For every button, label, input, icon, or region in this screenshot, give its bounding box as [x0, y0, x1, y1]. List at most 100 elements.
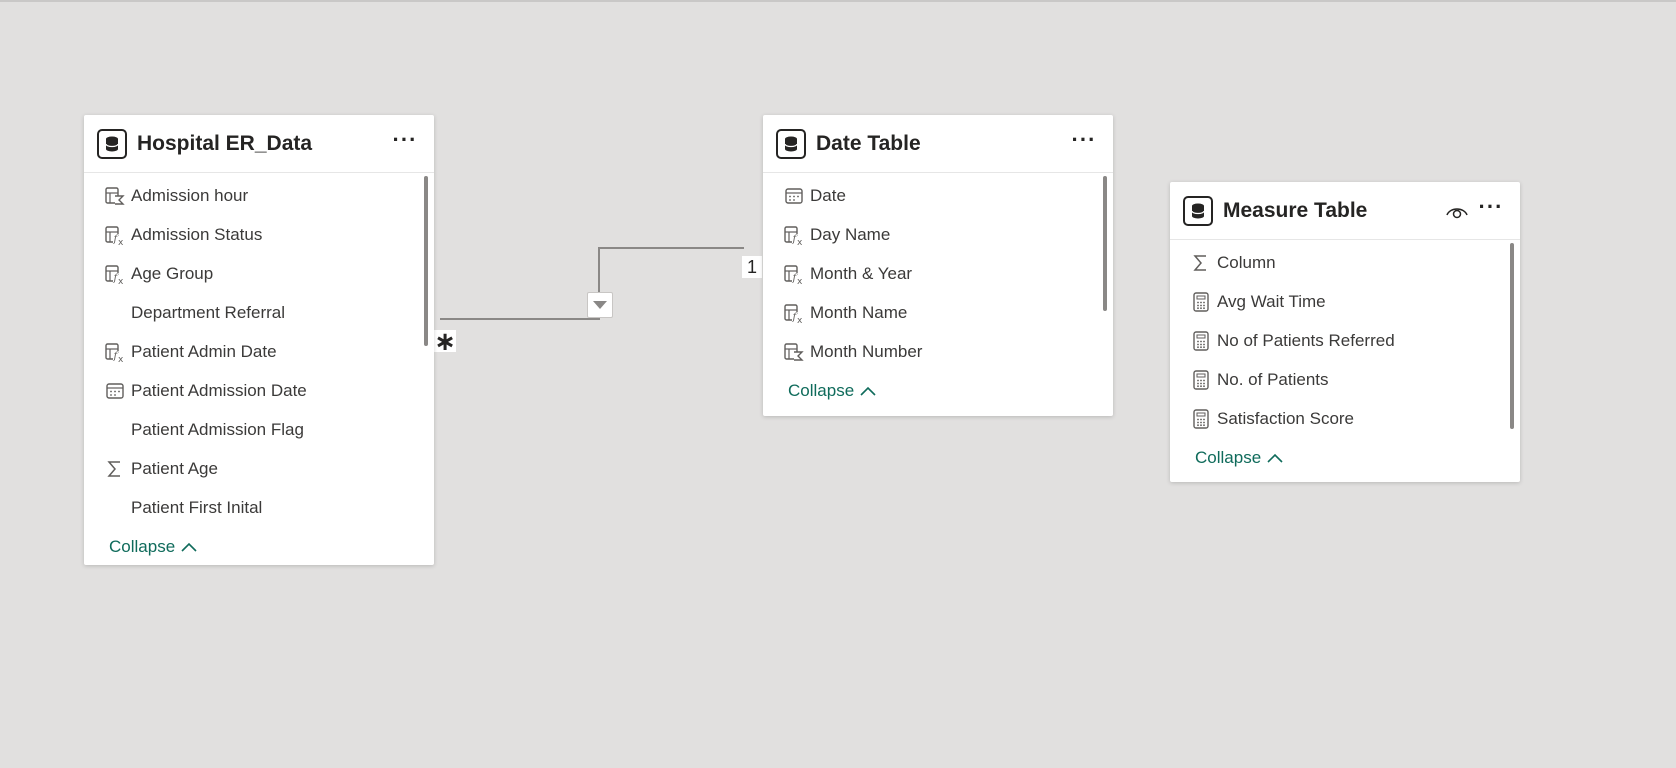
field-item[interactable]: Date: [763, 176, 1113, 215]
calculator-icon: [1190, 291, 1212, 313]
field-list[interactable]: Column Avg Wait Time No of Patients Refe…: [1170, 240, 1520, 438]
field-label: Admission Status: [131, 224, 263, 244]
collapse-label: Collapse: [109, 537, 176, 556]
table-card-header[interactable]: Hospital ER_Data ···: [84, 115, 434, 173]
field-item[interactable]: Column: [1170, 243, 1520, 282]
field-label: Admission hour: [131, 185, 249, 205]
table-card-measure-table[interactable]: Measure Table ··· Column Avg Wait Time N…: [1170, 182, 1520, 482]
calculator-icon: [1190, 408, 1212, 430]
svg-text:f: f: [113, 273, 120, 284]
calendar-icon: [104, 380, 126, 402]
table-card-header[interactable]: Measure Table ···: [1170, 182, 1520, 240]
scrollbar[interactable]: [1510, 243, 1514, 429]
field-item[interactable]: No of Patients Referred: [1170, 321, 1520, 360]
field-item[interactable]: Month Number: [763, 332, 1113, 371]
table-title: Measure Table: [1223, 198, 1368, 222]
chevron-up-icon: [860, 386, 876, 396]
field-item[interactable]: Patient Admission Date: [84, 371, 434, 410]
chevron-up-icon: [1267, 453, 1283, 463]
table-title: Hospital ER_Data: [137, 131, 313, 155]
field-label: Month & Year: [810, 263, 913, 283]
table-database-icon: [1183, 195, 1213, 226]
collapse-button[interactable]: Collapse: [84, 527, 434, 567]
collapse-label: Collapse: [1195, 448, 1262, 467]
calculator-icon: [1190, 369, 1212, 391]
field-label: Patient Admin Date: [131, 341, 277, 361]
chevron-up-icon: [181, 542, 197, 552]
ellipsis-icon: ···: [392, 126, 418, 152]
calculated-column-sum-icon: [783, 341, 805, 363]
calendar-icon: [783, 185, 805, 207]
calculator-icon: [1190, 330, 1212, 352]
blank-icon: [104, 419, 126, 441]
one-cardinality-marker: 1: [742, 256, 762, 278]
blank-icon: [104, 302, 126, 324]
blank-icon: [104, 497, 126, 519]
table-database-icon: [776, 128, 806, 159]
eye-icon: [1446, 207, 1468, 218]
more-options-button[interactable]: ···: [388, 126, 422, 159]
collapse-button[interactable]: Collapse: [763, 371, 1113, 411]
svg-text:f: f: [113, 234, 120, 245]
field-item[interactable]: Patient Age: [84, 449, 434, 488]
table-database-icon: [97, 128, 127, 159]
more-options-button[interactable]: ···: [1067, 128, 1101, 159]
table-card-header[interactable]: Date Table ···: [763, 115, 1113, 173]
more-options-button[interactable]: ···: [1474, 193, 1508, 226]
scrollbar[interactable]: [1103, 176, 1107, 311]
calculated-column-sum-icon: [104, 185, 126, 207]
field-item[interactable]: Satisfaction Score: [1170, 399, 1520, 438]
field-label: Patient First Inital: [131, 497, 263, 517]
scrollbar[interactable]: [424, 176, 428, 346]
svg-text:f: f: [792, 273, 799, 284]
many-cardinality-marker: ∗: [434, 326, 456, 356]
field-label: Patient Age: [131, 458, 218, 478]
table-title: Date Table: [816, 131, 921, 155]
field-label: Avg Wait Time: [1217, 291, 1326, 311]
field-label: No of Patients Referred: [1217, 330, 1395, 350]
svg-text:x: x: [118, 238, 124, 246]
svg-text:x: x: [118, 277, 124, 285]
filter-direction-icon[interactable]: [587, 292, 613, 318]
field-label: Month Number: [810, 341, 923, 361]
collapse-button[interactable]: Collapse: [1170, 438, 1520, 478]
svg-text:x: x: [118, 355, 124, 363]
field-label: Month Name: [810, 302, 908, 322]
visibility-button[interactable]: [1440, 196, 1474, 226]
field-item[interactable]: Department Referral: [84, 293, 434, 332]
sigma-icon: [104, 458, 126, 480]
field-label: Age Group: [131, 263, 214, 283]
svg-text:f: f: [792, 234, 799, 245]
field-label: Patient Admission Flag: [131, 419, 304, 439]
field-item[interactable]: Patient First Inital: [84, 488, 434, 527]
field-item[interactable]: Avg Wait Time: [1170, 282, 1520, 321]
svg-text:x: x: [797, 238, 803, 246]
field-item[interactable]: Patient Admission Flag: [84, 410, 434, 449]
svg-text:x: x: [797, 277, 803, 285]
ellipsis-icon: ···: [1478, 193, 1504, 219]
field-item[interactable]: No. of Patients: [1170, 360, 1520, 399]
field-label: No. of Patients: [1217, 369, 1329, 389]
svg-text:f: f: [113, 351, 120, 362]
collapse-label: Collapse: [788, 381, 855, 400]
field-label: Day Name: [810, 224, 891, 244]
field-label: Satisfaction Score: [1217, 408, 1355, 428]
field-item[interactable]: Admission hour: [84, 176, 434, 215]
field-label: Patient Admission Date: [131, 380, 307, 400]
